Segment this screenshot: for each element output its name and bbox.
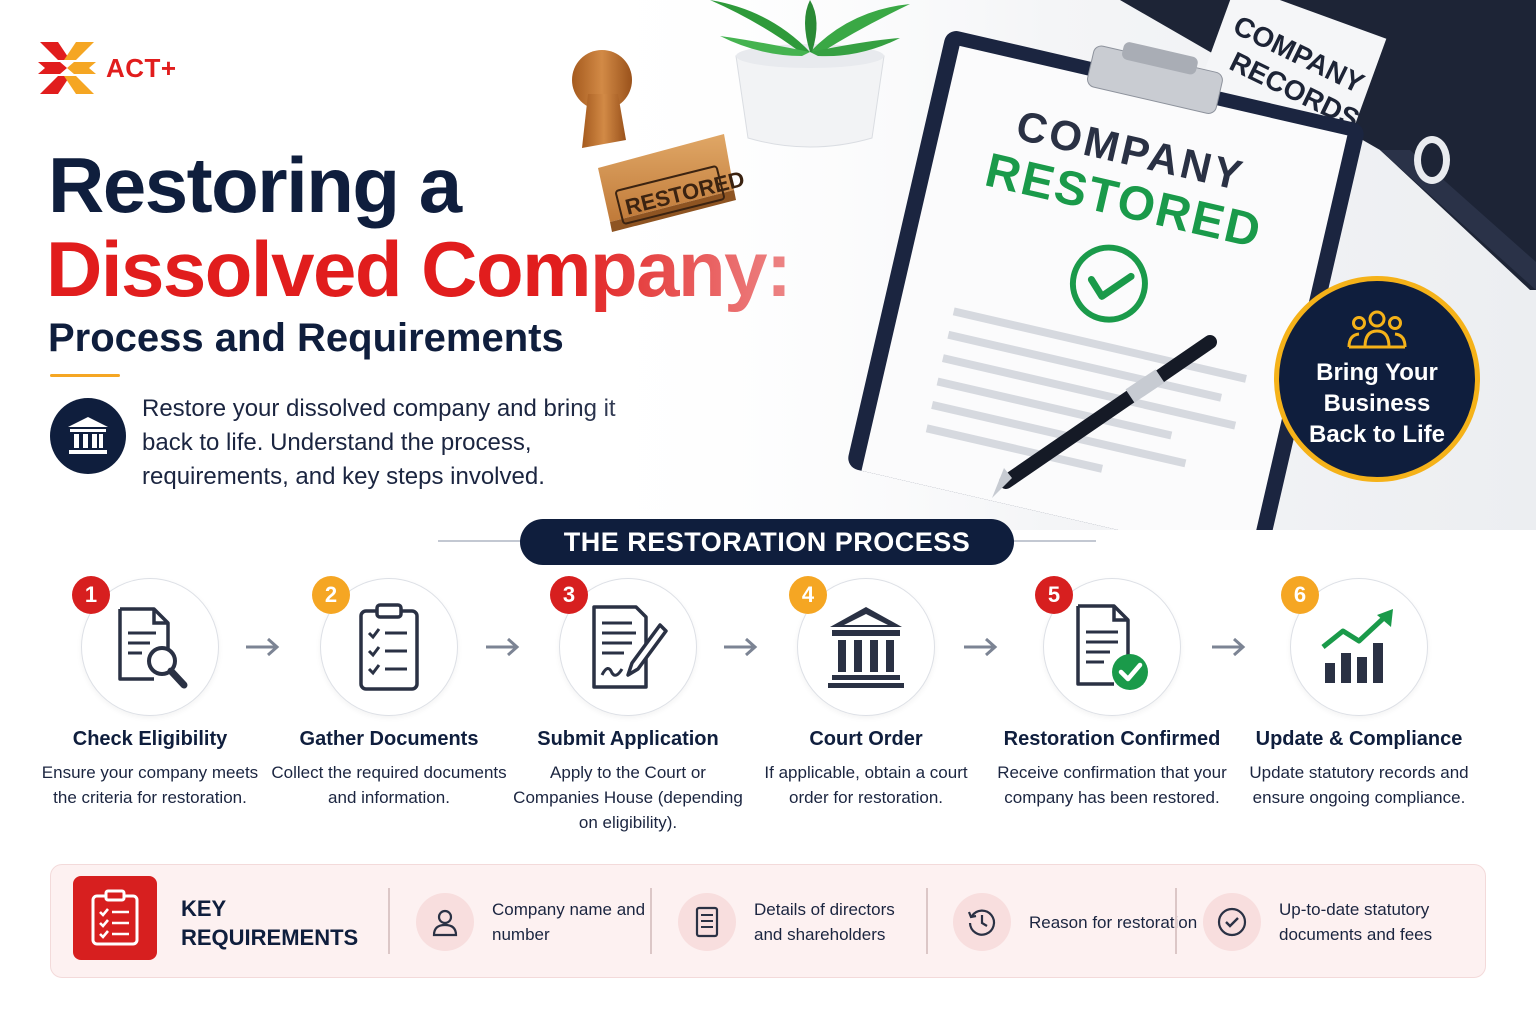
arrow-right-icon — [724, 637, 758, 657]
clipboard: COMPANY RESTORED — [848, 31, 1364, 530]
brand-name: ACT+ — [106, 52, 177, 83]
arrow-right-icon — [1212, 637, 1246, 657]
requirement-label: Company name and number — [492, 900, 646, 944]
divider — [650, 888, 652, 954]
headline-subtitle: Process and Requirements — [48, 316, 564, 360]
key-requirements-title-line-1: KEY — [181, 896, 227, 921]
step-title: Restoration Confirmed — [1003, 728, 1221, 750]
check-circle-large-icon — [1069, 244, 1148, 323]
section-title: THE RESTORATION PROCESS — [520, 519, 1014, 565]
document-pen-icon — [592, 605, 668, 689]
hero-illustration: COMPANY RECORDS RESTORED COMPANY RESTORE… — [560, 0, 1536, 530]
step-title: Submit Application — [537, 728, 719, 750]
act-logo-icon — [38, 42, 96, 94]
requirement-label: Up-to-date statutory documents and fees — [1279, 900, 1433, 944]
step-number: 3 — [550, 576, 588, 614]
badge-line-2: Business — [1323, 389, 1431, 417]
step-number: 2 — [312, 576, 350, 614]
arrow-right-icon — [486, 637, 520, 657]
step-number: 6 — [1281, 576, 1319, 614]
document-check-icon — [1076, 604, 1148, 690]
document-icon — [678, 893, 736, 951]
clipboard-checklist-icon — [359, 603, 419, 691]
check-circle-icon — [1203, 893, 1261, 951]
badge-line-3: Back to Life — [1308, 420, 1446, 448]
logo: ACT+ — [36, 36, 211, 100]
intro-text: Restore your dissolved company and bring… — [142, 395, 616, 490]
badge-line-1: Bring Your — [1316, 358, 1438, 386]
requirement-label: Details of directors and shareholders — [754, 900, 895, 944]
growth-chart-icon — [1321, 609, 1393, 683]
pen — [992, 335, 1217, 498]
arrow-right-icon — [246, 637, 280, 657]
requirement-item: Company name and number — [416, 890, 662, 954]
step-description: Collect the required documents and infor… — [271, 763, 507, 807]
step-title: Court Order — [809, 728, 923, 750]
arrow-right-icon — [964, 637, 998, 657]
divider — [926, 888, 928, 954]
bank-icon — [50, 398, 126, 474]
person-icon — [416, 893, 474, 951]
key-requirements-title-line-2: REQUIREMENTS — [181, 925, 359, 950]
step-number: 5 — [1035, 576, 1073, 614]
divider — [388, 888, 390, 954]
divider — [1175, 888, 1177, 954]
courthouse-icon — [828, 607, 904, 688]
requirement-item: Up-to-date statutory documents and fees — [1203, 890, 1449, 954]
step-description: Update statutory records and ensure ongo… — [1249, 763, 1469, 807]
people-group-icon — [1347, 310, 1407, 348]
step-description: Receive confirmation that your company h… — [997, 763, 1227, 807]
headline-underline — [50, 374, 120, 377]
step-number: 1 — [72, 576, 110, 614]
stamp: RESTORED — [572, 50, 747, 232]
step-number: 4 — [789, 576, 827, 614]
step-title: Update & Compliance — [1255, 728, 1463, 750]
clock-icon — [953, 893, 1011, 951]
bring-back-badge: Bring Your Business Back to Life — [1274, 276, 1480, 482]
requirement-item: Details of directors and shareholders — [678, 890, 924, 954]
headline-line-1: Restoring a — [48, 141, 462, 229]
step-title: Gather Documents — [299, 728, 479, 750]
clipboard-checklist-icon — [73, 876, 157, 960]
step-description: Ensure your company meets the criteria f… — [41, 763, 259, 807]
requirement-label: Reason for restoration — [1029, 912, 1198, 932]
step-title: Check Eligibility — [72, 728, 228, 750]
requirement-item: Reason for restoration — [953, 890, 1199, 954]
key-requirements-title: KEY REQUIREMENTS — [181, 894, 358, 952]
document-search-icon — [118, 607, 188, 689]
step-description: Apply to the Court or Companies House (d… — [513, 763, 743, 832]
step-description: If applicable, obtain a court order for … — [764, 763, 968, 807]
potted-plant — [710, 0, 910, 148]
